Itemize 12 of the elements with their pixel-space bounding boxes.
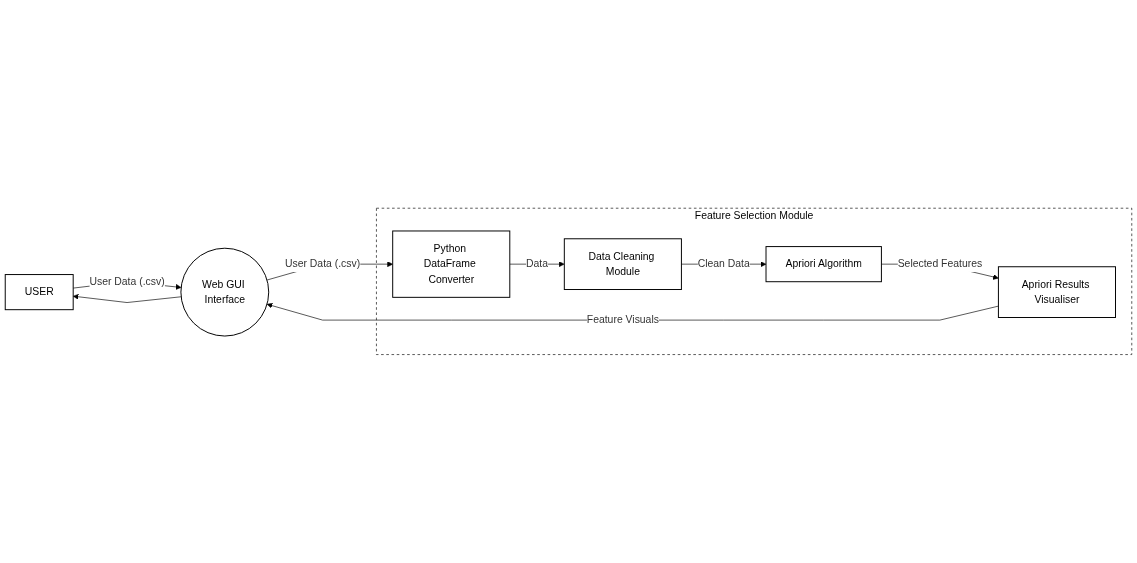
node-box: USER: [4, 274, 74, 311]
node-box: Data Cleaning Module: [563, 238, 682, 291]
edge-label: Selected Features: [897, 258, 983, 270]
node-box: Apriori Results Visualiser: [997, 266, 1116, 319]
edge-label: User Data (.csv): [89, 275, 165, 288]
edge-label: Feature Visuals: [586, 314, 659, 326]
node-box: Python DataFrame Converter: [392, 230, 511, 298]
edge-label: User Data (.csv): [284, 258, 361, 270]
node-box: Apriori Algorithm: [765, 246, 882, 283]
edge-label: Clean Data: [697, 258, 750, 270]
node-circle: Web GUI Interface: [180, 247, 270, 337]
edge-label: Data: [526, 258, 549, 270]
